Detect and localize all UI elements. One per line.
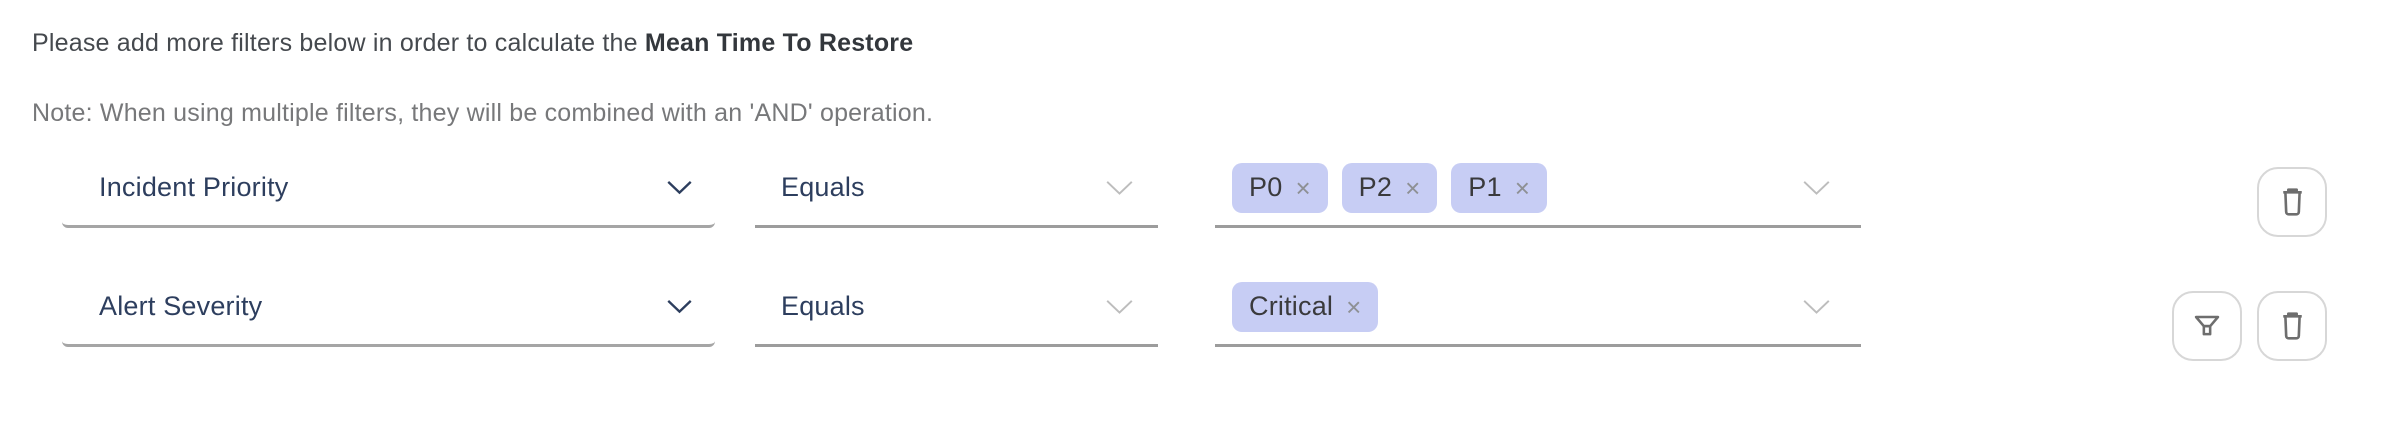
funnel-icon <box>2194 315 2220 336</box>
tag-label: Critical <box>1249 291 1334 321</box>
panel-note: Note: When using multiple filters, they … <box>32 99 934 127</box>
values-multiselect-row1[interactable]: P0 × P2 × P1 × <box>1215 150 1861 228</box>
attribute-select-value: Alert Severity <box>99 291 263 321</box>
attribute-select-row1[interactable]: Incident Priority <box>62 150 715 228</box>
delete-filter-button[interactable] <box>2257 291 2327 361</box>
chevron-down-icon <box>667 300 692 314</box>
remove-tag-icon[interactable]: × <box>1295 172 1311 203</box>
tag-label: P2 <box>1358 172 1393 202</box>
tag-label: P1 <box>1468 172 1502 202</box>
title-metric: Mean Time To Restore <box>644 29 914 57</box>
attribute-select-value: Incident Priority <box>99 172 289 202</box>
chevron-down-icon <box>667 181 692 195</box>
value-tag: P0 × <box>1232 162 1328 213</box>
trash-icon <box>2282 187 2302 216</box>
value-tag: P1 × <box>1451 162 1547 213</box>
apply-filter-button[interactable] <box>2172 291 2242 361</box>
value-tag: Critical × <box>1232 281 1379 332</box>
panel-title: Please add more filters below in order t… <box>32 26 913 60</box>
chevron-down-icon <box>1803 180 1830 195</box>
chevron-down-icon <box>1803 299 1830 314</box>
trash-icon <box>2282 311 2302 340</box>
operator-select-row2[interactable]: Equals <box>755 269 1158 347</box>
operator-select-value: Equals <box>781 172 865 202</box>
remove-tag-icon[interactable]: × <box>1346 291 1362 322</box>
chevron-down-icon <box>1106 180 1133 195</box>
remove-tag-icon[interactable]: × <box>1405 172 1421 203</box>
value-tag: P2 × <box>1341 162 1438 213</box>
remove-tag-icon[interactable]: × <box>1514 172 1530 203</box>
delete-filter-button[interactable] <box>2257 167 2327 237</box>
values-multiselect-row2[interactable]: Critical × <box>1215 269 1861 347</box>
attribute-select-row2[interactable]: Alert Severity <box>62 269 715 347</box>
operator-select-value: Equals <box>781 291 865 321</box>
chevron-down-icon <box>1106 299 1133 314</box>
tag-label: P0 <box>1249 172 1283 202</box>
operator-select-row1[interactable]: Equals <box>755 150 1158 228</box>
title-text: Please add more filters below in order t… <box>32 29 645 57</box>
